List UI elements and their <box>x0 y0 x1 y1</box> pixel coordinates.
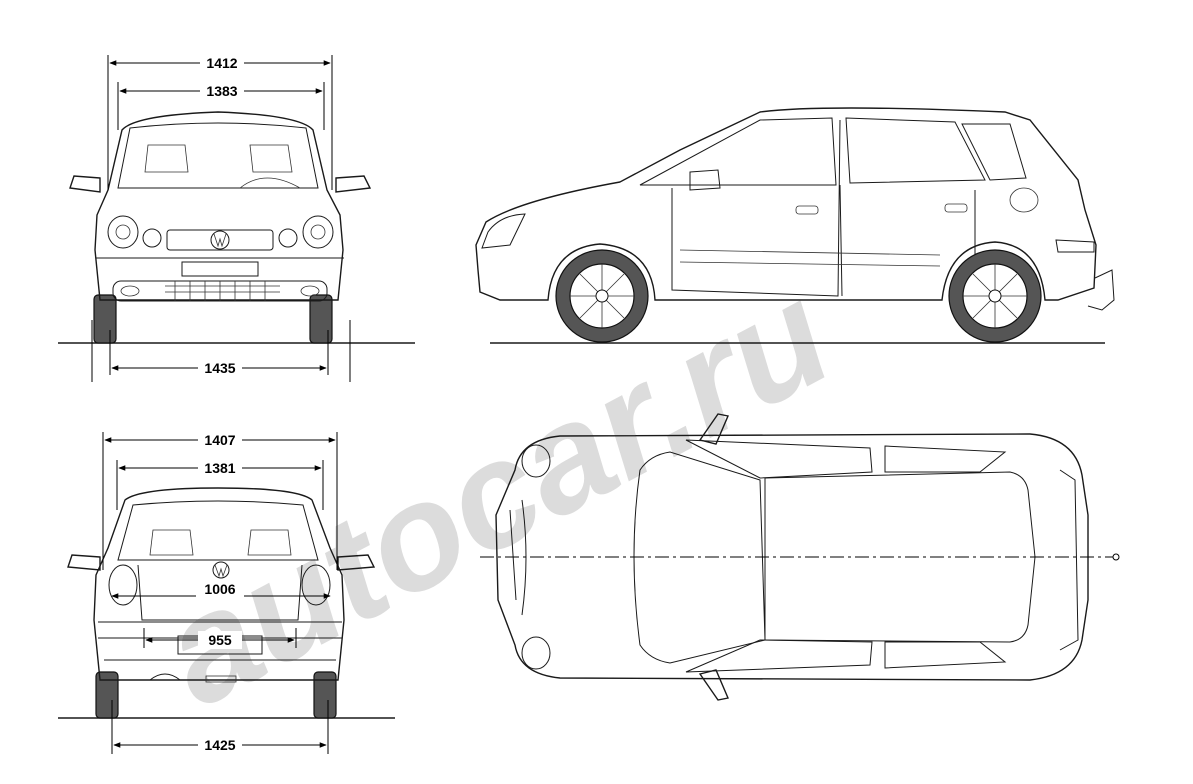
rear-right-mirror <box>337 554 376 571</box>
rear-hatch-width-label: 1006 <box>204 581 235 597</box>
rear-door-handle <box>944 203 968 213</box>
front-logo-mark <box>213 233 227 248</box>
front-right-lamp <box>300 285 320 297</box>
front-left-tire <box>93 294 117 344</box>
fuel-cap <box>1009 187 1039 213</box>
side-body <box>475 107 1097 301</box>
rear-hatch-width-bg <box>196 580 244 598</box>
front-grille <box>166 229 274 251</box>
top-left-mirror <box>698 413 729 445</box>
rear-track-label: 1425 <box>204 737 235 753</box>
front-track-label: 1435 <box>204 360 235 376</box>
rear-fog-lamp <box>205 675 237 683</box>
rear-body <box>93 487 345 681</box>
rear-overall-width-label: 1407 <box>204 432 235 448</box>
front-right-mirror <box>335 175 372 193</box>
front-right-foglight <box>278 228 298 248</box>
front-intake-mesh <box>165 281 280 301</box>
rear-right-taillight <box>301 564 331 606</box>
rear-body-width-label: 1381 <box>204 460 235 476</box>
front-windshield <box>117 122 319 189</box>
side-mirror <box>689 169 721 191</box>
rear-track-bg <box>198 736 242 754</box>
rear-logo-mark <box>214 564 228 578</box>
front-license-plate <box>181 261 259 277</box>
rear-exhaust <box>149 673 181 681</box>
front-left-headlight-lens <box>115 224 131 240</box>
side-rear-window <box>845 117 986 184</box>
rear-bumper-width-bg <box>198 631 242 649</box>
rear-left-taillight <box>108 564 138 606</box>
rear-window <box>117 500 319 561</box>
rear-logo <box>212 561 230 579</box>
rear-headrests <box>149 529 292 556</box>
watermark: autocar.ru <box>136 249 855 738</box>
rear-left-mirror <box>67 554 101 571</box>
rear-body-width-bg <box>198 459 242 477</box>
top-roof <box>764 471 1036 643</box>
rear-view: 1407 1381 1006 955 1425 <box>58 431 395 754</box>
side-headlight <box>481 213 526 249</box>
top-rear-hatch <box>1059 469 1079 651</box>
watermark-text: autocar.ru <box>136 249 855 738</box>
top-view <box>480 413 1122 701</box>
front-left-foglight <box>142 228 162 248</box>
top-left-window-rear <box>884 445 1007 473</box>
front-view: 1412 1383 1435 <box>58 54 415 382</box>
front-overall-width-label: 1412 <box>206 55 237 71</box>
front-seats <box>144 144 293 173</box>
top-right-window-front <box>685 639 873 673</box>
top-body <box>495 433 1089 681</box>
side-view <box>475 107 1115 344</box>
front-right-headlight-lens <box>310 224 326 240</box>
front-overall-width-bg <box>200 54 244 72</box>
front-logo <box>210 230 230 250</box>
side-trim <box>679 249 941 267</box>
top-right-headlight <box>521 636 551 670</box>
top-tow-ball <box>1112 553 1120 561</box>
front-left-mirror <box>69 175 101 193</box>
front-body-width-label: 1383 <box>206 83 237 99</box>
top-right-mirror <box>698 669 729 701</box>
side-quarter-window <box>961 123 1027 181</box>
tow-hook <box>1087 269 1115 311</box>
side-front-window <box>639 117 837 186</box>
rear-right-tire <box>313 671 337 719</box>
front-body <box>94 111 344 301</box>
top-right-window-rear <box>884 641 1007 669</box>
front-left-headlight <box>107 215 139 249</box>
side-taillight <box>1055 239 1095 253</box>
front-door-handle <box>795 205 819 215</box>
top-windshield <box>633 451 766 664</box>
top-left-window-front <box>685 439 873 479</box>
top-left-headlight <box>521 444 551 478</box>
side-doors <box>671 119 976 297</box>
front-right-headlight <box>302 215 334 249</box>
front-track-bg <box>198 359 242 377</box>
steering-wheel <box>239 177 301 189</box>
rear-bumper-width-label: 955 <box>208 632 232 648</box>
side-rear-hub <box>988 289 1002 303</box>
front-body-width-bg <box>200 82 244 100</box>
rear-hatch <box>137 564 303 621</box>
front-left-lamp <box>120 285 140 297</box>
side-front-hub <box>595 289 609 303</box>
front-right-tire <box>309 294 333 344</box>
rear-overall-width-bg <box>198 431 242 449</box>
